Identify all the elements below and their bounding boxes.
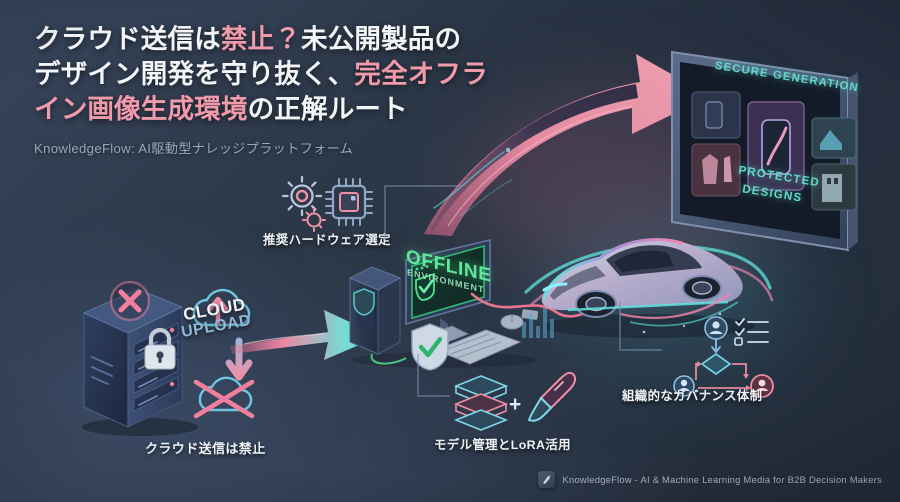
connector-governance bbox=[618, 300, 678, 358]
prohibited-x-icon bbox=[106, 277, 154, 325]
label-governance: 組織的なガバナンス体制 bbox=[622, 389, 763, 403]
footer-text: KnowledgeFlow - AI & Machine Learning Me… bbox=[562, 474, 882, 485]
footer-brand: KnowledgeFlow - AI & Machine Learning Me… bbox=[538, 471, 882, 488]
model-stack-icon bbox=[452, 374, 510, 432]
brush-icon bbox=[527, 370, 579, 426]
title-line3-part2: の正解ルート bbox=[247, 94, 408, 124]
connector-hardware bbox=[383, 182, 463, 244]
tower-shield-icon bbox=[353, 288, 375, 316]
data-grid-decor bbox=[520, 300, 580, 340]
title-line2-part1: デザイン開発を守り抜く、 bbox=[34, 59, 355, 89]
plus-sign: + bbox=[509, 393, 522, 416]
lock-icon bbox=[140, 326, 180, 374]
title-line1-accent: 禁止？ bbox=[220, 24, 302, 54]
hardware-icons-group bbox=[281, 175, 373, 234]
label-cloud-prohibited: クラウド送信は禁止 bbox=[145, 441, 266, 456]
knowledgeflow-logo-icon bbox=[538, 471, 556, 488]
title-line1-part1: クラウド送信は bbox=[34, 24, 221, 54]
title-line3-accent: イン画像生成環境 bbox=[34, 94, 248, 124]
label-model-lora: モデル管理とLoRA活用 bbox=[434, 438, 571, 452]
